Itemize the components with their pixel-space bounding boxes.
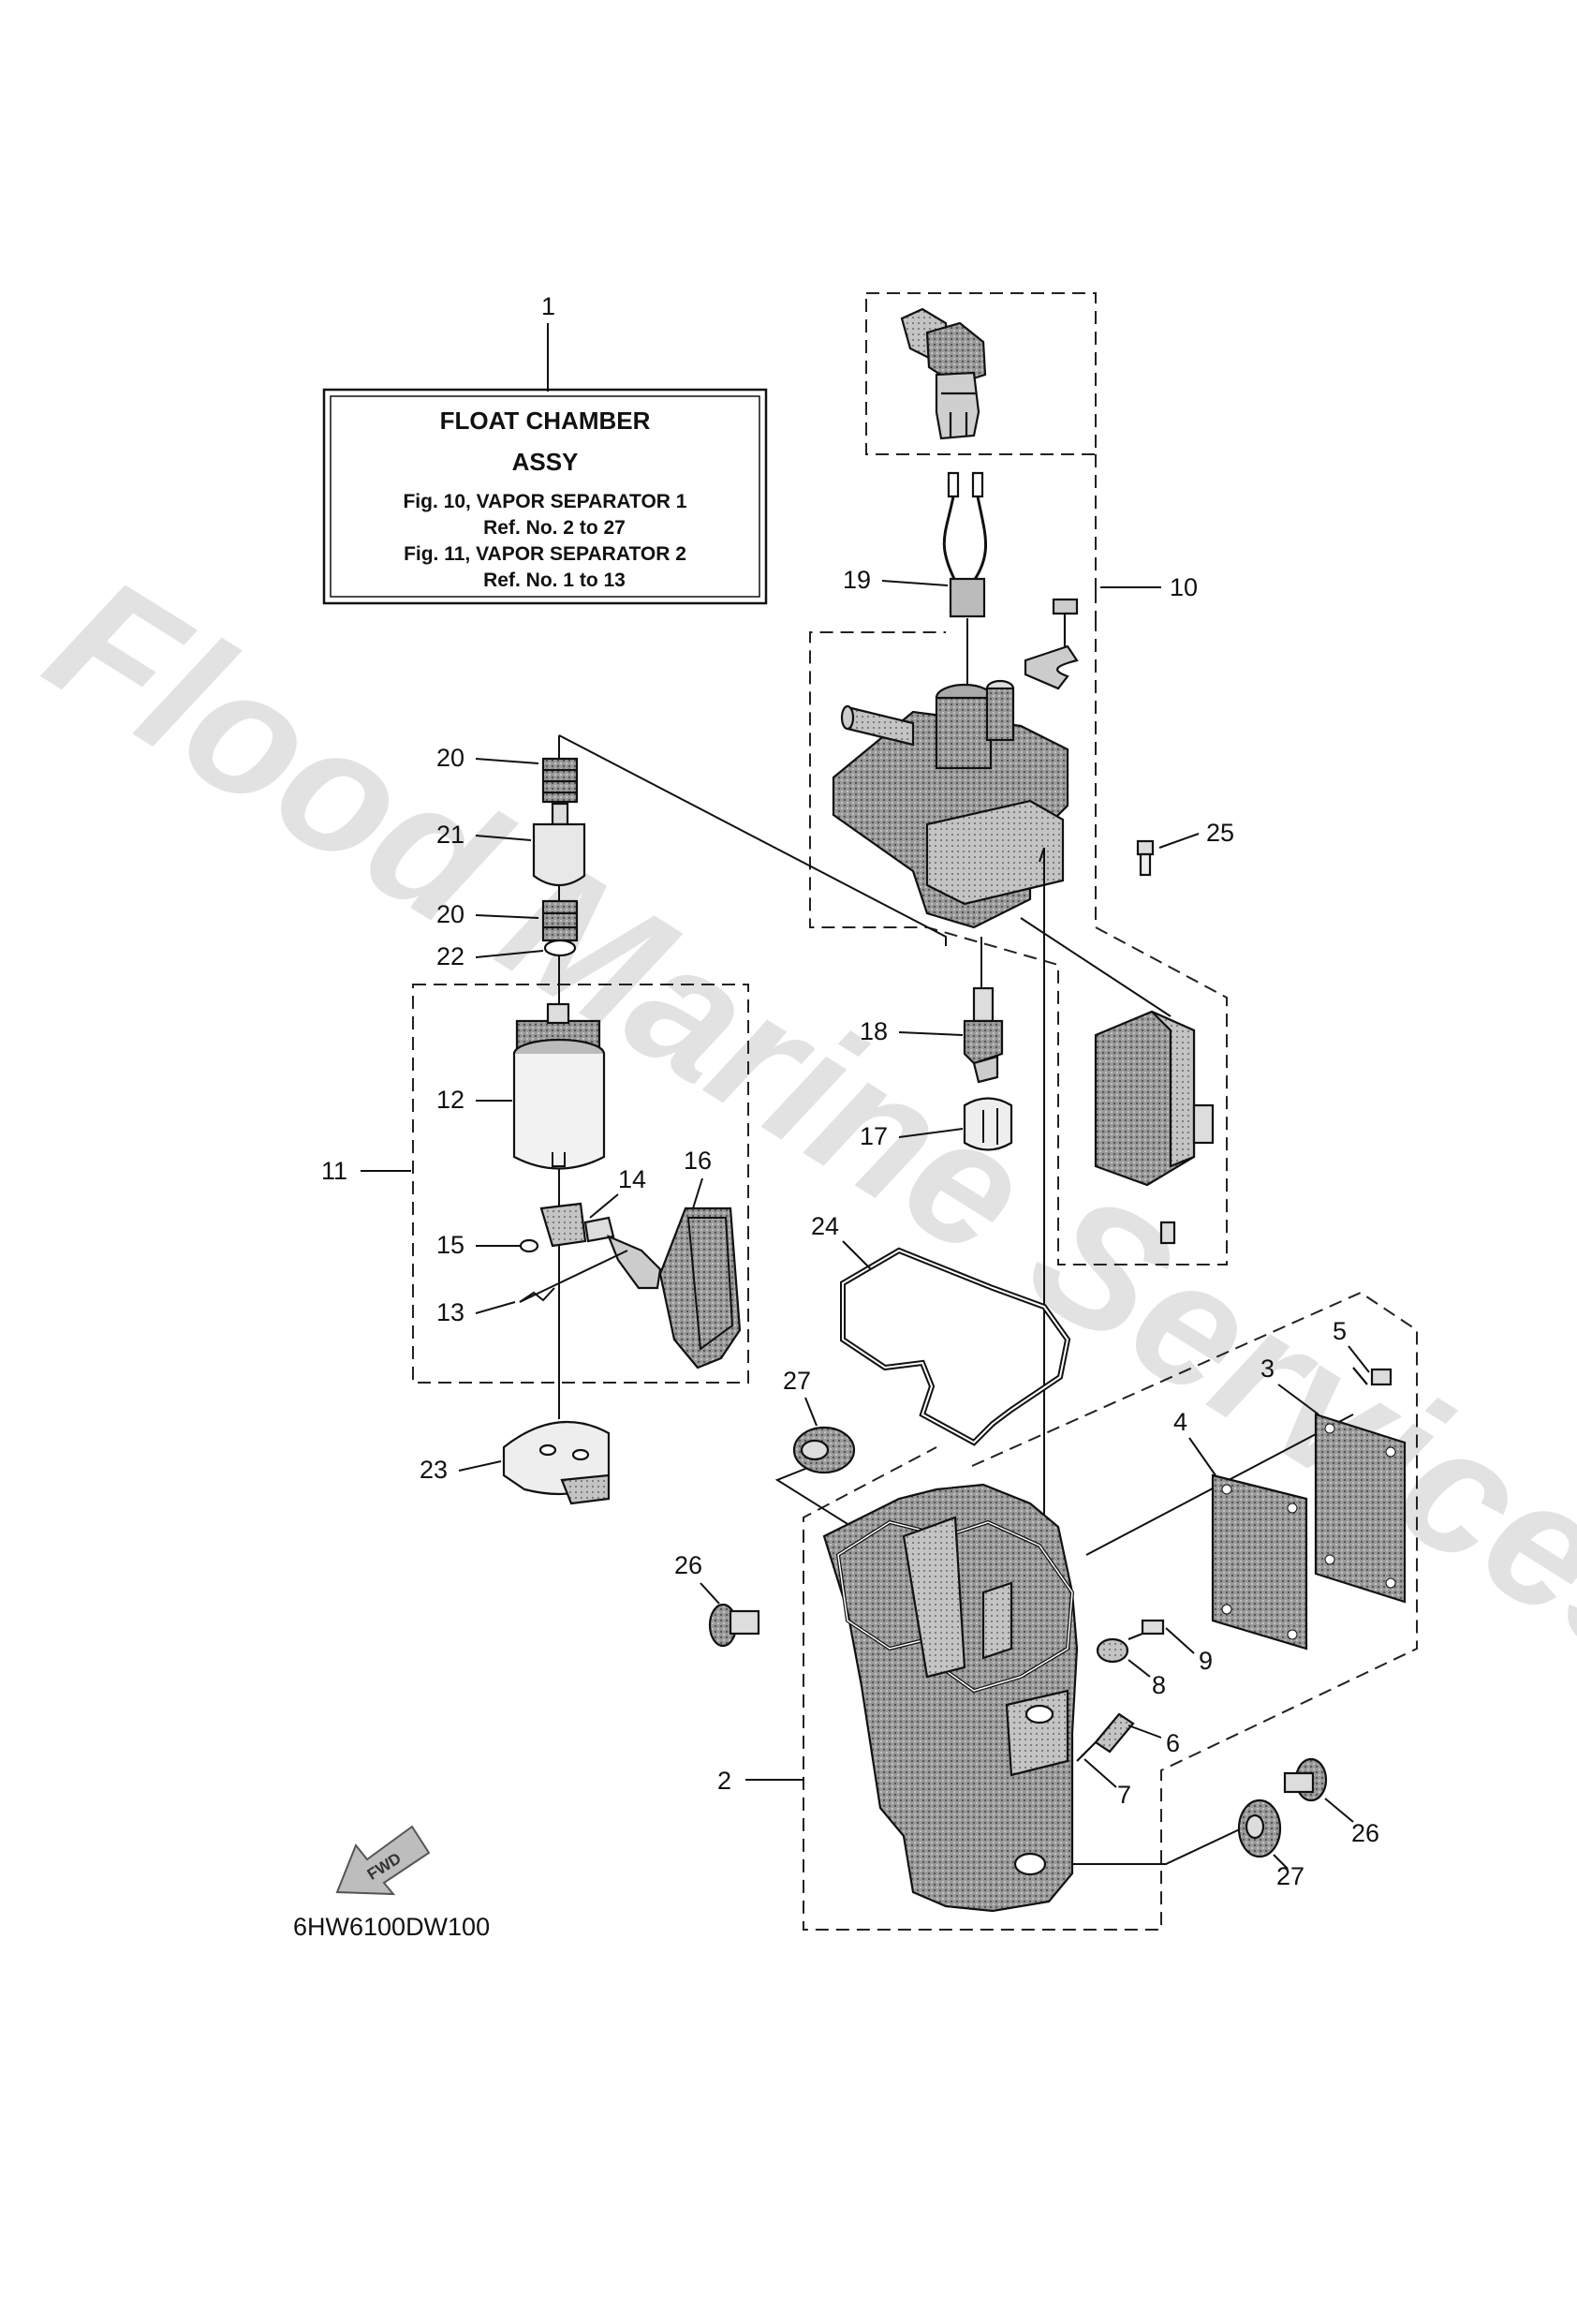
dashed-group-boxes [412, 292, 1418, 1931]
pump-cushions [532, 757, 586, 957]
pump-holder [502, 1420, 611, 1505]
callout-26a: 26 [674, 1551, 702, 1579]
callout-27a: 27 [783, 1367, 811, 1395]
callout-9: 9 [1199, 1647, 1213, 1675]
fuel-pump [512, 1002, 606, 1170]
valve-18-and-clip-17 [963, 986, 1013, 1151]
callout-2: 2 [717, 1767, 731, 1795]
callout-10: 10 [1170, 573, 1198, 601]
callout-24: 24 [811, 1212, 839, 1240]
info-title-line1: FLOAT CHAMBER [440, 407, 651, 435]
callout-26b: 26 [1351, 1819, 1379, 1847]
callout-13: 13 [436, 1298, 464, 1326]
wire-harness [942, 471, 987, 693]
callout-8: 8 [1152, 1671, 1166, 1699]
screw-25 [1136, 839, 1155, 877]
callout-7: 7 [1117, 1781, 1131, 1809]
callout-21: 21 [436, 821, 464, 849]
callout-5: 5 [1333, 1317, 1347, 1345]
callout-20b: 20 [436, 900, 464, 928]
screw-5 [1352, 1367, 1393, 1386]
callout-27b: 27 [1276, 1862, 1304, 1890]
callout-16: 16 [684, 1147, 712, 1175]
info-title-line2: ASSY [512, 448, 579, 476]
plate-4 [1211, 1473, 1308, 1650]
callout-25: 25 [1206, 819, 1234, 847]
callout-23: 23 [420, 1456, 448, 1484]
info-line3: Fig. 11, VAPOR SEPARATOR 2 [404, 543, 686, 565]
fuel-filter-parts [519, 1202, 742, 1369]
protector-cover [1094, 1010, 1215, 1245]
callout-3: 3 [1260, 1354, 1275, 1383]
small-fasteners [1076, 1619, 1165, 1762]
vapor-separator-cover [832, 598, 1079, 929]
callout-12: 12 [436, 1086, 464, 1114]
grommet-27-right [1237, 1799, 1282, 1858]
gasket [840, 1247, 1071, 1446]
grommet-27-left [792, 1426, 856, 1474]
plate-3 [1314, 1413, 1407, 1604]
float-chamber-body [822, 1483, 1079, 1913]
callout-18: 18 [860, 1017, 888, 1045]
callout-11: 11 [321, 1157, 347, 1185]
fwd-arrow-icon: FWD [335, 1825, 431, 1896]
callout-17: 17 [860, 1122, 888, 1150]
bolt-26-right [1283, 1757, 1328, 1802]
callout-14: 14 [618, 1165, 646, 1193]
callout-4: 4 [1173, 1408, 1187, 1436]
info-line1: Fig. 10, VAPOR SEPARATOR 1 [403, 491, 686, 512]
diagram-code: 6HW6100DW100 [293, 1913, 490, 1941]
bolt-26-left [708, 1603, 760, 1648]
callout-6: 6 [1166, 1729, 1180, 1757]
callout-19: 19 [843, 566, 871, 594]
callout-1: 1 [541, 292, 555, 320]
callout-22: 22 [436, 942, 464, 970]
info-line4: Ref. No. 1 to 13 [483, 570, 626, 591]
electrical-connector [900, 307, 987, 440]
info-box: 1 FLOAT CHAMBER ASSY Fig. 10, VAPOR SEPA… [322, 292, 768, 605]
callout-15: 15 [436, 1231, 464, 1259]
info-line2: Ref. No. 2 to 27 [483, 517, 626, 539]
callout-20a: 20 [436, 744, 464, 772]
